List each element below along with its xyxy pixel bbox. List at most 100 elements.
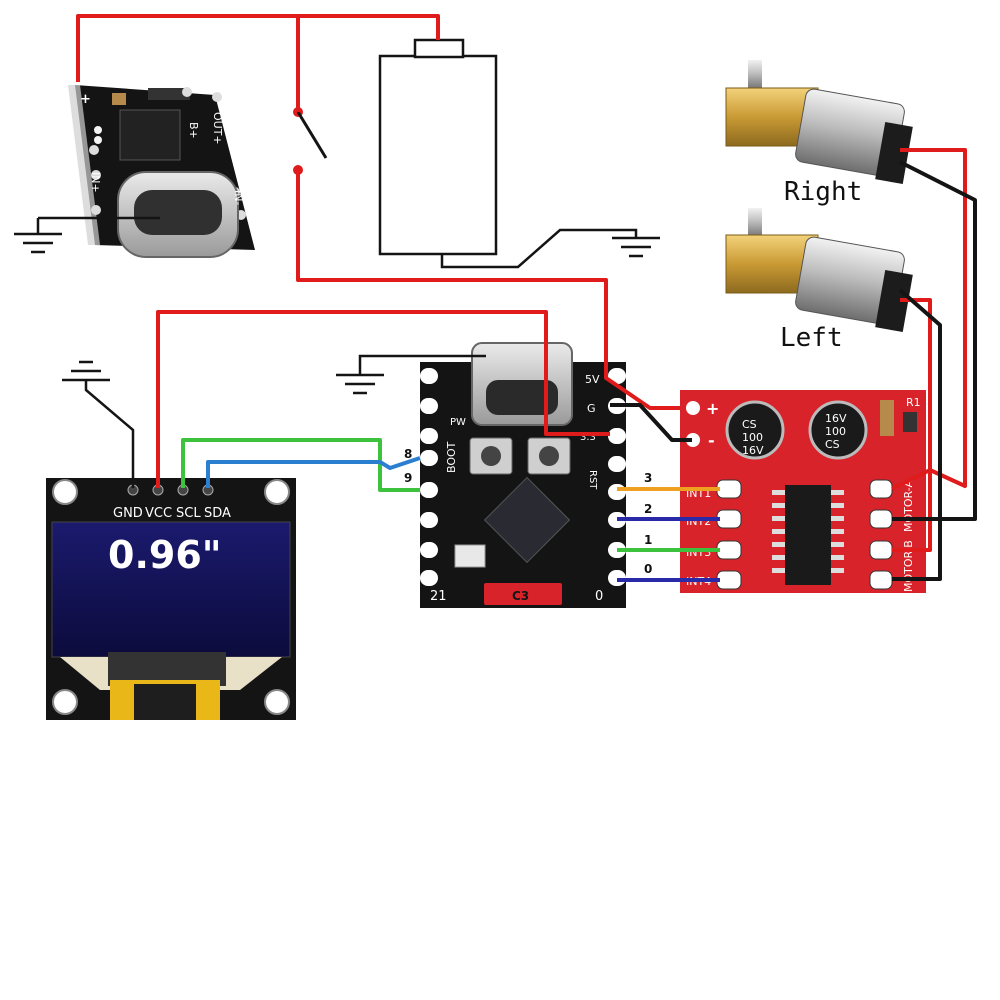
ground-symbol-charger bbox=[14, 216, 160, 254]
oled-pin-label-scl: SCL bbox=[176, 506, 201, 521]
driver-cap2-line1: 16V bbox=[825, 412, 847, 425]
driver-motor-b-label: MOTOR-B bbox=[902, 540, 915, 592]
ground-symbol-mcu bbox=[336, 354, 486, 395]
charger-in-minus-label: IN- bbox=[232, 190, 245, 205]
wire-sda-to-pin8 bbox=[206, 456, 421, 488]
charger-pad-in-plus bbox=[89, 145, 99, 155]
driver-input-label-3: INT3 bbox=[686, 546, 711, 559]
charger-module: + B+ OUT+ IN+ IN- bbox=[68, 85, 255, 258]
mcu-board: BOOT PW RST 5V G 3.3 21 0 C3 bbox=[420, 342, 626, 608]
wire-label-8: 8 bbox=[404, 447, 412, 461]
oled-size-label: 0.96" bbox=[108, 533, 222, 577]
driver-pad-minus bbox=[686, 433, 700, 447]
wire-oled-vcc-to-33 bbox=[156, 310, 610, 488]
charger-edge bbox=[68, 85, 100, 245]
mcu-pad-l5 bbox=[420, 482, 438, 498]
motor-left-shaft bbox=[748, 208, 762, 238]
driver-cap2-line2: 100 bbox=[825, 425, 846, 438]
driver-input-label-2: INT2 bbox=[686, 515, 711, 528]
oled-pin-label-sda: SDA bbox=[204, 506, 231, 521]
oled-mount-hole-tl bbox=[52, 479, 78, 505]
wire-motor-right-black bbox=[892, 160, 977, 521]
mcu-5v-label: 5V bbox=[585, 373, 600, 386]
mcu-chip bbox=[483, 476, 571, 564]
wire-scl-to-pin9 bbox=[181, 438, 420, 492]
mcu-pad-l6 bbox=[420, 512, 438, 528]
charger-plus-label: + bbox=[80, 92, 91, 107]
charger-b-plus-label: B+ bbox=[187, 122, 200, 139]
battery-symbol bbox=[378, 38, 498, 256]
motor-right bbox=[725, 60, 913, 184]
wire-switch-to-5v-driver bbox=[296, 170, 680, 410]
wires-control bbox=[617, 487, 720, 582]
mcu-pad-r1 bbox=[608, 368, 626, 384]
wire-label-1: 1 bbox=[644, 533, 652, 547]
mcu-33-label: 3.3 bbox=[580, 432, 596, 443]
motor-right-endcap bbox=[875, 122, 913, 184]
wire-label-2: 2 bbox=[644, 502, 652, 516]
charger-usb-c-socket bbox=[134, 190, 222, 235]
oled-mount-hole-tr bbox=[264, 479, 290, 505]
charger-led-1 bbox=[94, 126, 102, 134]
oled-mount-hole-br bbox=[264, 689, 290, 715]
battery-terminal bbox=[413, 38, 465, 59]
charger-resistor bbox=[112, 93, 126, 105]
oled-mount-hole-bl bbox=[52, 689, 78, 715]
oled-pin-label-gnd: GND bbox=[113, 506, 143, 521]
driver-cap2-line3: CS bbox=[825, 438, 840, 451]
mcu-pad-l1 bbox=[420, 368, 438, 384]
charger-in-plus-label: IN+ bbox=[89, 172, 102, 193]
mcu-crystal bbox=[454, 544, 486, 568]
driver-ic-pins bbox=[772, 490, 844, 573]
mcu-usb-c-socket bbox=[486, 380, 558, 415]
driver-cap1-line3: 16V bbox=[742, 444, 764, 457]
charger-pad-out bbox=[91, 205, 101, 215]
oled-screen bbox=[51, 521, 291, 658]
driver-capacitor-1 bbox=[725, 400, 785, 460]
charger-ic bbox=[119, 109, 181, 161]
charger-pad-in-plus-2 bbox=[91, 170, 101, 180]
charger-led-2 bbox=[94, 136, 102, 144]
driver-plus-label: + bbox=[706, 399, 719, 418]
power-switch[interactable] bbox=[293, 107, 328, 175]
mcu-pw-label: PW bbox=[450, 417, 466, 428]
mcu-pad-r4 bbox=[608, 456, 626, 472]
wires-red bbox=[76, 14, 967, 552]
mcu-pad-l7 bbox=[420, 542, 438, 558]
mcu-g-label: G bbox=[587, 402, 596, 415]
mcu-rst-label: RST bbox=[587, 470, 598, 490]
charger-pad-b-plus bbox=[182, 87, 192, 97]
driver-r1-label: R1 bbox=[906, 396, 921, 409]
charger-smd bbox=[148, 88, 190, 100]
wire-charger-to-battery bbox=[76, 14, 440, 82]
wire-label-0: 0 bbox=[644, 562, 652, 576]
oled-flex-center bbox=[134, 684, 196, 720]
motor-driver-board: + - R1 CS 100 16V 16V 100 CS INT1 INT2 I… bbox=[680, 390, 926, 593]
motor-right-label: Right bbox=[784, 177, 862, 207]
charger-out-plus-label: OUT+ bbox=[211, 112, 224, 145]
wires-i2c bbox=[181, 438, 421, 492]
driver-capacitor-2 bbox=[808, 400, 868, 460]
mcu-pad-l8 bbox=[420, 570, 438, 586]
wire-label-9: 9 bbox=[404, 471, 412, 485]
mcu-pad-l2 bbox=[420, 398, 438, 414]
wire-label-3: 3 bbox=[644, 471, 652, 485]
motor-left-label: Left bbox=[780, 323, 843, 353]
mcu-pad-r3 bbox=[608, 428, 626, 444]
charger-pad-b-plus-2 bbox=[212, 92, 222, 102]
driver-input-pads bbox=[716, 479, 742, 590]
driver-cap1-line1: CS bbox=[742, 418, 757, 431]
mcu-c3-badge bbox=[484, 583, 562, 605]
motor-left bbox=[725, 208, 913, 332]
switch-lever bbox=[296, 111, 328, 159]
driver-ic bbox=[785, 485, 831, 585]
mcu-left-castellations bbox=[420, 368, 438, 586]
driver-minus-label: - bbox=[708, 431, 715, 450]
mcu-boot-button-cap bbox=[481, 446, 501, 466]
mcu-pad-l4 bbox=[420, 450, 438, 466]
oled-module: GND VCC SCL SDA 0.96" bbox=[46, 478, 296, 720]
mcu-c3-label: C3 bbox=[512, 589, 529, 603]
driver-diode bbox=[880, 400, 894, 436]
mcu-boot-label: BOOT bbox=[445, 441, 458, 473]
